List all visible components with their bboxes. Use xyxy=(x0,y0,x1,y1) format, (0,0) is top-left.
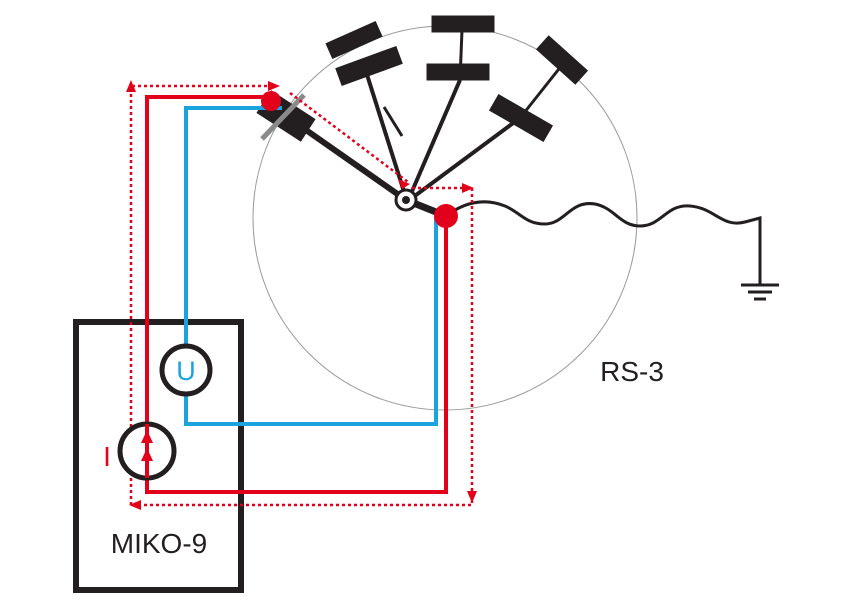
switch-blade-4b xyxy=(535,35,589,85)
voltmeter-icon xyxy=(159,343,213,397)
switch-blade-2b xyxy=(325,21,383,59)
current-flow-arrows xyxy=(126,80,477,510)
switch-arm-4 xyxy=(410,116,522,200)
ground-icon xyxy=(741,283,779,301)
contact-point-pivot xyxy=(434,204,458,228)
switch-label: RS-3 xyxy=(600,356,664,387)
voltage-symbol: U xyxy=(176,356,196,386)
switch-blade-4 xyxy=(488,94,554,142)
switch-blade-highlight xyxy=(260,93,306,141)
switch-blade-2 xyxy=(335,45,403,87)
switch-arm-2 xyxy=(361,61,408,199)
switch-contacts xyxy=(256,15,589,220)
contact-point-blade xyxy=(261,91,281,111)
current-symbol: I xyxy=(103,441,111,472)
switch-blade-3 xyxy=(431,15,495,33)
device-box xyxy=(73,319,244,593)
current-loop xyxy=(145,95,270,424)
switch-arm-3 xyxy=(408,79,462,197)
switch-arm-active xyxy=(294,120,408,203)
output-lead xyxy=(445,200,762,284)
device-label: MIKO-9 xyxy=(111,528,207,559)
switch-blade-3b xyxy=(426,63,490,81)
voltage-loop xyxy=(184,106,282,346)
